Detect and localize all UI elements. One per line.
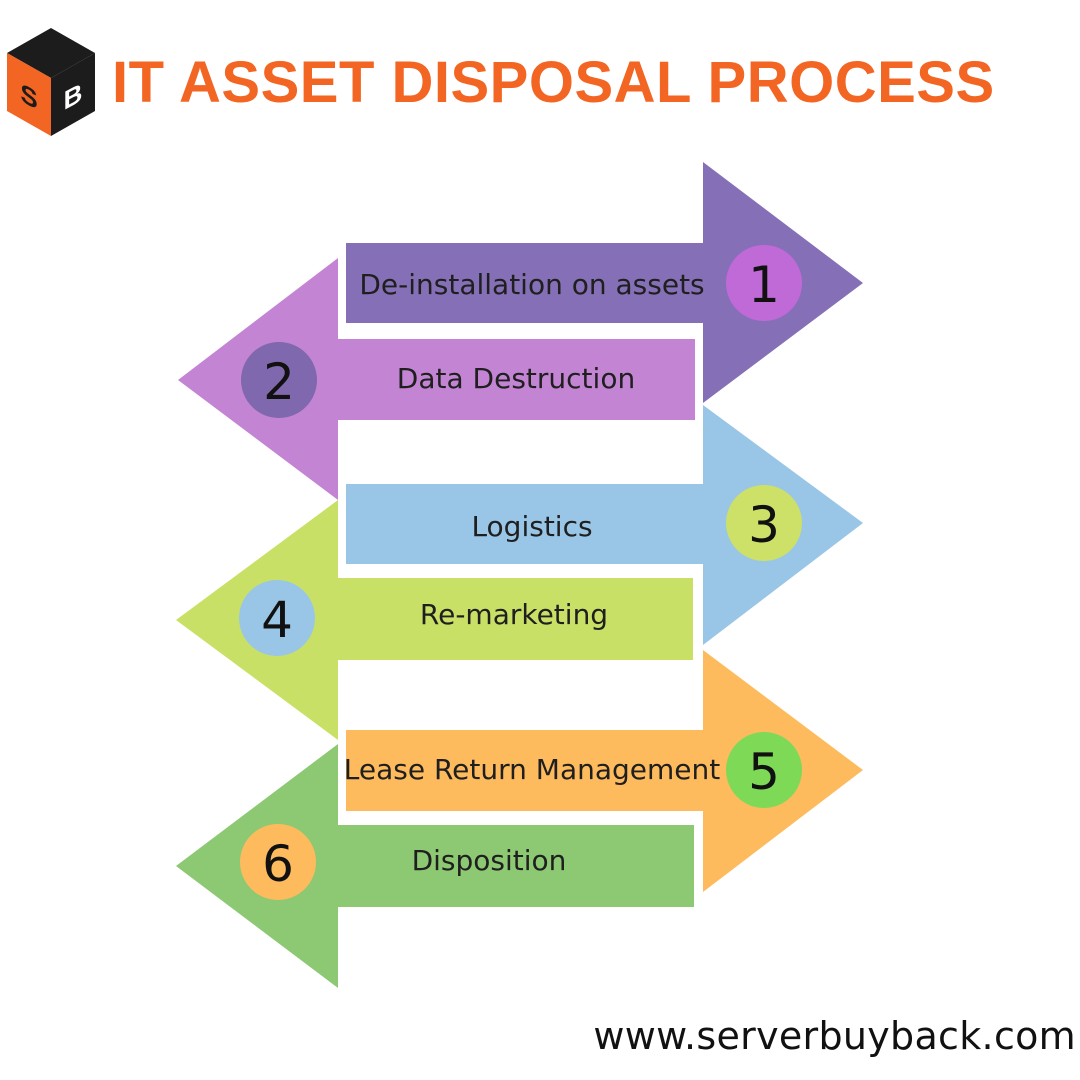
step-6-arrow [176, 744, 694, 988]
page-title: IT ASSET DISPOSAL PROCESS [112, 50, 995, 115]
step-3-arrow [346, 405, 863, 645]
step-5-number: 5 [748, 743, 780, 801]
step-3-number: 3 [748, 496, 780, 554]
website-url: www.serverbuyback.com [593, 1014, 1076, 1058]
step-1-label: De-installation on assets [359, 268, 704, 301]
step-1: 1 De-installation on assets [346, 162, 863, 403]
step-1-number-circle [726, 245, 802, 321]
step-3-number-circle [726, 485, 802, 561]
step-2-label: Data Destruction [397, 362, 635, 395]
step-2-arrow [178, 258, 695, 500]
step-1-number: 1 [748, 256, 780, 314]
step-4-number-circle [239, 580, 315, 656]
step-2-number-circle [241, 342, 317, 418]
step-2: 2 Data Destruction [178, 258, 695, 500]
step-5-arrow [346, 650, 863, 892]
step-2-number: 2 [263, 353, 295, 411]
step-4-label: Re-marketing [420, 598, 608, 631]
step-4-arrow [176, 500, 693, 740]
step-3-label: Logistics [471, 510, 592, 543]
step-6-label: Disposition [412, 844, 567, 877]
step-6-number: 6 [262, 835, 294, 893]
logo-letter-s: S [20, 77, 37, 115]
step-4-number: 4 [261, 591, 293, 649]
step-5-number-circle [726, 732, 802, 808]
step-6: 6 Disposition [176, 744, 694, 988]
logo-cube-left [7, 53, 51, 136]
step-3: 3 Logistics [346, 405, 863, 645]
step-4: 4 Re-marketing [176, 500, 693, 740]
step-5: 5 Lease Return Management [344, 650, 863, 892]
logo-letter-b: B [64, 77, 83, 116]
logo-cube-right [51, 53, 95, 136]
step-1-arrow [346, 162, 863, 403]
step-5-label: Lease Return Management [344, 753, 720, 786]
serverbuyback-logo: S B [7, 28, 95, 136]
step-6-number-circle [240, 824, 316, 900]
